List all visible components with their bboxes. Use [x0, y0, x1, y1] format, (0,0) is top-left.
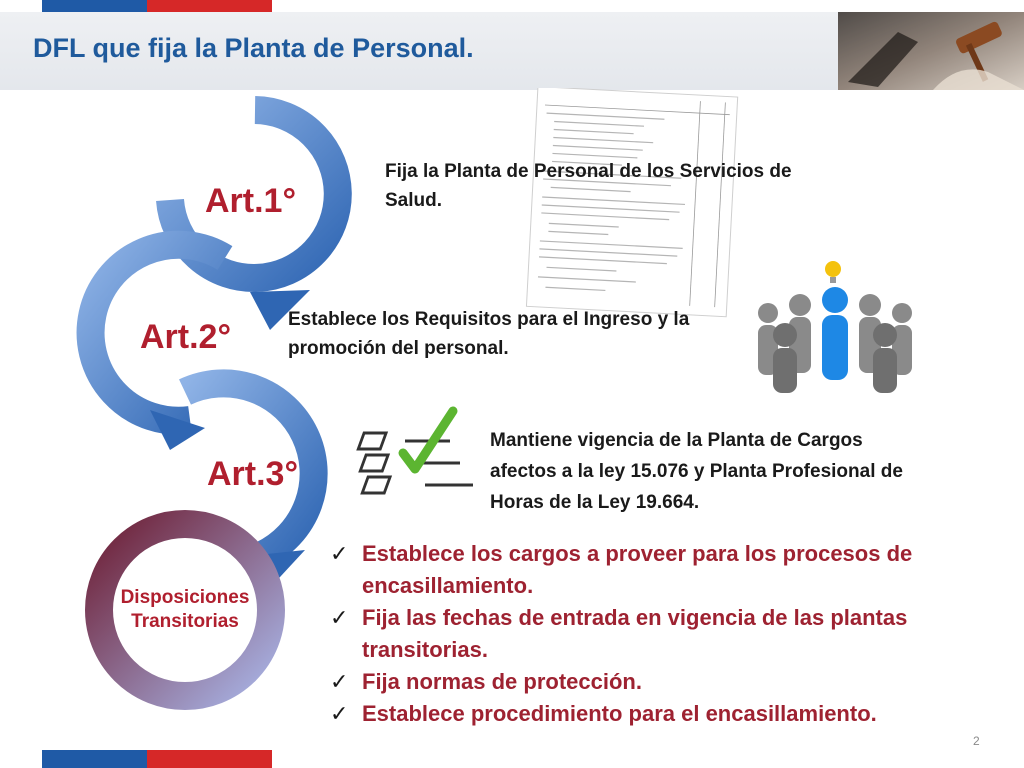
checkmark-icon: ✓	[330, 701, 349, 726]
art1-description-line2: Salud.	[385, 190, 443, 211]
accent-blue-segment	[42, 0, 147, 12]
transitorias-bullet-list: ✓ Establece los cargos a proveer para lo…	[330, 538, 990, 730]
transitorias-label: Disposiciones Transitorias	[112, 586, 258, 634]
page-number: 2	[973, 734, 980, 748]
art2-description: Establece los Requisitos para el Ingreso…	[288, 305, 758, 363]
transitorias-ring	[85, 510, 285, 710]
art3-label: Art.3°	[207, 455, 299, 493]
art1-description: Fija la Planta de Personal de los Servic…	[385, 157, 865, 215]
art2-label: Art.2°	[140, 318, 232, 356]
bullet-line: transitorias.	[362, 637, 488, 662]
top-accent-bar	[42, 0, 272, 12]
art3-description-line1: Mantiene vigencia de la Planta de Cargos	[490, 430, 863, 451]
checklist-image	[356, 406, 473, 495]
bullet-item: ✓ Fija las fechas de entrada en vigencia…	[330, 602, 990, 666]
bullet-line: Establece los cargos a proveer para los …	[362, 541, 913, 566]
art3-description-line2: afectos a la ley 15.076 y Planta Profesi…	[490, 461, 903, 482]
bullet-item: ✓ Establece procedimiento para el encasi…	[330, 698, 990, 730]
art3-description-line3: Horas de la Ley 19.664.	[490, 492, 700, 513]
staff-plan-document-image	[525, 88, 739, 318]
bullet-line: Fija las fechas de entrada en vigencia d…	[362, 605, 908, 630]
accent-red-segment	[147, 750, 272, 768]
art2-description-line1: Establece los Requisitos para el Ingreso…	[288, 309, 690, 330]
art2-description-line2: promoción del personal.	[288, 338, 509, 359]
checkmark-icon: ✓	[330, 669, 349, 694]
gavel-photo	[838, 12, 1024, 90]
checkmark-icon: ✓	[330, 541, 349, 566]
bullet-item: ✓ Fija normas de protección.	[330, 666, 990, 698]
bullet-line: Fija normas de protección.	[362, 669, 642, 694]
accent-blue-segment	[42, 750, 147, 768]
people-group-image	[758, 261, 912, 393]
bullet-line: Establece procedimiento para el encasill…	[362, 701, 877, 726]
art3-description: Mantiene vigencia de la Planta de Cargos…	[490, 425, 990, 518]
transitorias-label-line2: Transitorias	[131, 611, 239, 632]
bottom-accent-bar	[42, 750, 272, 768]
bullet-line: encasillamiento.	[362, 573, 534, 598]
bullet-item: ✓ Establece los cargos a proveer para lo…	[330, 538, 990, 602]
slide-title: DFL que fija la Planta de Personal.	[33, 33, 474, 63]
art1-label: Art.1°	[205, 182, 297, 220]
art2-arrow-ring	[76, 230, 233, 450]
checkmark-icon: ✓	[330, 605, 349, 630]
art1-description-line1: Fija la Planta de Personal de los Servic…	[385, 161, 792, 182]
transitorias-label-line1: Disposiciones	[120, 587, 250, 608]
accent-red-segment	[147, 0, 272, 12]
